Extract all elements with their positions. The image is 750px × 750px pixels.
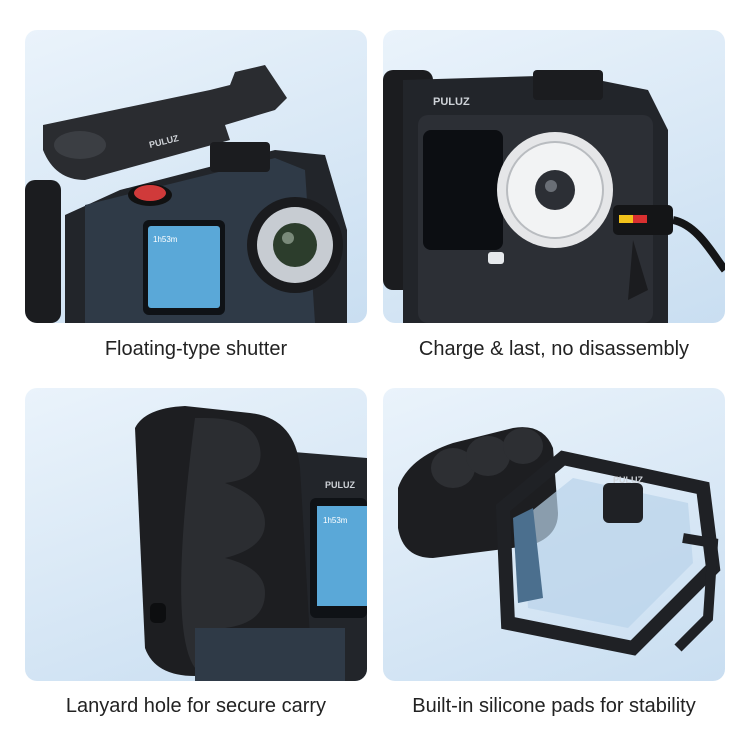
screen-time-text: 1h53m: [323, 516, 348, 525]
caption-charge-no-disassembly: Charge & last, no disassembly: [418, 338, 690, 360]
brand-logo-text: PULUZ: [325, 480, 355, 490]
photo-charge-no-disassembly: PULUZ: [383, 30, 725, 323]
brand-logo-text: PULUZ: [433, 96, 470, 108]
caption-lanyard-hole: Lanyard hole for secure carry: [65, 695, 327, 717]
caption-floating-shutter: Floating-type shutter: [104, 338, 288, 360]
photo-lanyard-hole: 1h53m PULUZ: [25, 388, 367, 681]
photo-silicone-pads: PULUZ: [383, 388, 725, 681]
screen-time-text: 1h53m: [153, 235, 178, 244]
photo-floating-shutter: PULUZ 1h53m: [25, 30, 367, 323]
caption-silicone-pads: Built-in silicone pads for stability: [412, 695, 696, 717]
brand-logo-text: PULUZ: [613, 475, 643, 485]
